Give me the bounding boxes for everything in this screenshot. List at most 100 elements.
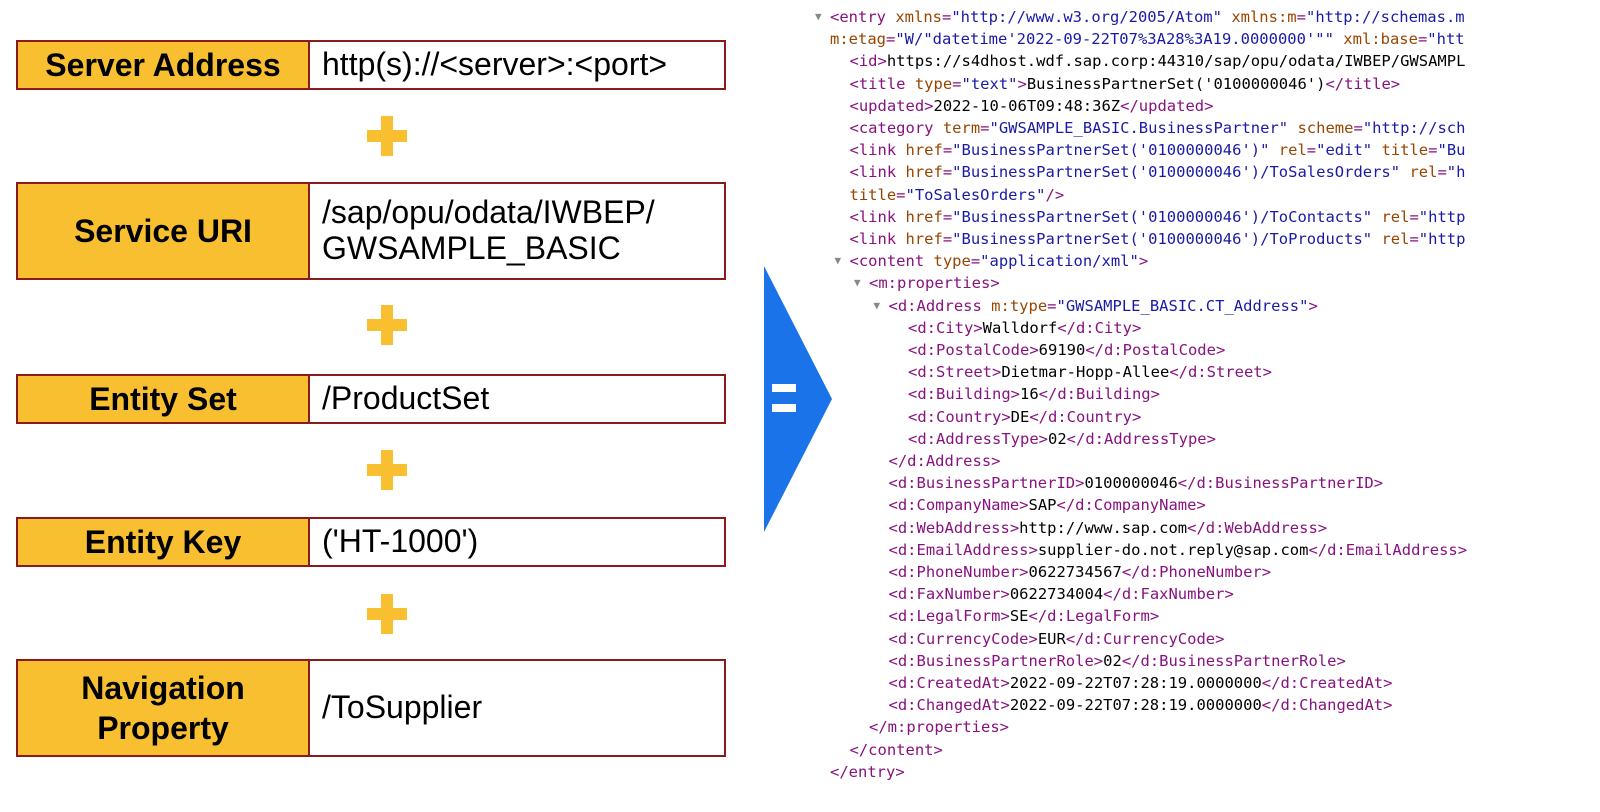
xml-token: "http://schemas.m [1305, 8, 1465, 26]
xml-token: </d:FaxNumber> [1103, 585, 1234, 604]
xml-token: <category [849, 119, 943, 137]
collapse-triangle-icon[interactable]: ▼ [815, 10, 822, 23]
xml-token: = [942, 141, 953, 160]
collapse-triangle-icon[interactable]: ▼ [834, 254, 842, 268]
xml-token: scheme [1297, 119, 1354, 137]
xml-token: "http://www.w3.org/2005/Atom" [951, 8, 1222, 26]
xml-token: </d:LegalForm> [1028, 607, 1160, 626]
xml-token: = [952, 74, 962, 93]
xml-token: = [1296, 8, 1306, 26]
xml-token: </d:City> [1057, 318, 1142, 337]
equals-arrow-icon [764, 266, 832, 532]
xml-token: </d:BusinessPartnerID> [1177, 474, 1384, 493]
xml-token: "BusinessPartnerSet('0100000046')" [952, 141, 1270, 160]
entity-key-value: ('HT-1000') [310, 519, 724, 565]
xml-token: "h [1446, 163, 1466, 182]
xml-token: rel [1278, 141, 1307, 160]
xml-token: = [1409, 207, 1419, 226]
xml-token: type [914, 74, 953, 93]
xml-token: <d:LegalForm> [888, 607, 1010, 626]
xml-token: = [1437, 163, 1447, 182]
xml-token: = [1353, 119, 1363, 137]
xml-token: http://www.sap.com [1019, 518, 1188, 537]
xml-token: </d:PostalCode> [1085, 341, 1226, 359]
xml-token: <d:CompanyName> [888, 496, 1029, 515]
xml-token: 2022-09-22T07:28:19.0000000 [1009, 696, 1262, 715]
xml-line: <title type="text">BusinessPartnerSet('0… [850, 73, 1401, 95]
collapse-triangle-icon[interactable]: ▼ [873, 298, 881, 312]
xml-token: "GWSAMPLE_BASIC.BusinessPartner" [989, 119, 1289, 137]
xml-token: = [942, 163, 953, 182]
xml-token: <link [849, 230, 906, 248]
xml-line: <d:Country>DE</d:Country> [908, 406, 1141, 428]
xml-token: term [942, 119, 981, 137]
xml-token: xmlns:m [1231, 8, 1297, 26]
xml-token: <link [849, 207, 906, 226]
xml-line: <link href="BusinessPartnerSet('01000000… [850, 228, 1466, 250]
xml-token: </d:CompanyName> [1056, 496, 1206, 515]
xml-line[interactable]: ▼<d:Address m:type="GWSAMPLE_BASIC.CT_Ad… [874, 295, 1318, 317]
xml-line: <updated>2022-10-06T09:48:36Z</updated> [850, 95, 1214, 117]
xml-line: title="ToSalesOrders"/> [850, 184, 1065, 206]
xml-token: DE [1010, 407, 1030, 426]
xml-token: </d:AddressType> [1066, 429, 1216, 448]
collapse-triangle-icon[interactable]: ▼ [854, 276, 861, 290]
xml-token: SE [1009, 607, 1029, 626]
xml-token: "htt [1427, 30, 1465, 49]
plus-icon [367, 305, 407, 345]
xml-token: <d:AddressType> [908, 429, 1048, 448]
xml-token: = [970, 252, 981, 271]
xml-token: 0100000046 [1084, 474, 1178, 493]
xml-token: 2022-10-06T09:48:36Z [933, 96, 1121, 115]
xml-token: > [1017, 74, 1027, 93]
xml-token: = [942, 207, 953, 226]
service-uri-label: Service URI [18, 184, 310, 278]
xml-token: "W/"datetime'2022-09-22T07%3A28%3A19.000… [895, 30, 1334, 49]
server-address-value: http(s)://<server>:<port> [310, 42, 724, 88]
xml-line: </m:properties> [869, 716, 1009, 738]
xml-token: rel [1381, 230, 1410, 248]
xml-token: <d:ChangedAt> [888, 696, 1010, 715]
xml-token: </d:Country> [1029, 407, 1142, 426]
xml-token: </m:properties> [869, 718, 1009, 737]
xml-line: <d:EmailAddress>supplier-do.not.reply@sa… [889, 539, 1468, 561]
xml-line: </content> [850, 739, 943, 761]
xml-token: = [896, 185, 906, 204]
xml-token: 0622734004 [1009, 585, 1104, 604]
xml-token: <d:Street> [908, 363, 1002, 382]
xml-line[interactable]: ▼<m:properties> [854, 272, 1000, 294]
xml-token: </updated> [1120, 96, 1214, 115]
xml-line: <d:CompanyName>SAP</d:CompanyName> [889, 494, 1206, 516]
xml-token: <d:WebAddress> [888, 518, 1020, 537]
xml-token: title [849, 185, 897, 204]
xml-token: <id> [849, 52, 887, 71]
xml-token: supplier-do.not.reply@sap.com [1037, 540, 1309, 559]
xml-line: <d:Building>16</d:Building> [908, 383, 1160, 405]
xml-token: = [1417, 30, 1428, 49]
xml-line: <d:PhoneNumber>0622734567</d:PhoneNumber… [889, 561, 1272, 583]
xml-token: SAP [1028, 496, 1057, 515]
xml-token: "http://sch [1362, 119, 1466, 137]
xml-token: <title [849, 74, 915, 93]
server-address-row: Server Address http(s)://<server>:<port> [16, 40, 726, 90]
xml-token: "BusinessPartnerSet('0100000046')/ToProd… [952, 230, 1373, 248]
xml-line: <d:ChangedAt>2022-09-22T07:28:19.0000000… [889, 694, 1393, 716]
xml-token: 16 [1019, 385, 1039, 404]
xml-token: href [905, 163, 943, 182]
xml-line: <d:WebAddress>http://www.sap.com</d:WebA… [889, 517, 1328, 539]
xml-token: title [1381, 141, 1429, 160]
xml-token: rel [1409, 163, 1438, 182]
xml-line: <d:Street>Dietmar-Hopp-Allee</d:Street> [908, 361, 1272, 383]
xml-token: = [1409, 230, 1419, 248]
xml-token: <d:EmailAddress> [888, 540, 1038, 559]
service-uri-row: Service URI /sap/opu/odata/IWBEP/ GWSAMP… [16, 182, 726, 280]
xml-line[interactable]: ▼<entry xmlns="http://www.w3.org/2005/At… [815, 6, 1465, 28]
xml-token: <d:City> [908, 318, 983, 337]
plus-icon [367, 594, 407, 634]
xml-token: Walldorf [982, 318, 1058, 337]
xml-line[interactable]: ▼<content type="application/xml"> [835, 250, 1149, 272]
xml-token: "GWSAMPLE_BASIC.CT_Address" [1056, 296, 1309, 315]
xml-token: BusinessPartnerSet('0100000046') [1026, 74, 1326, 93]
xml-token: <d:PostalCode> [908, 341, 1039, 359]
xml-token: https://s4dhost.wdf.sap.corp:44310/sap/o… [886, 52, 1466, 71]
